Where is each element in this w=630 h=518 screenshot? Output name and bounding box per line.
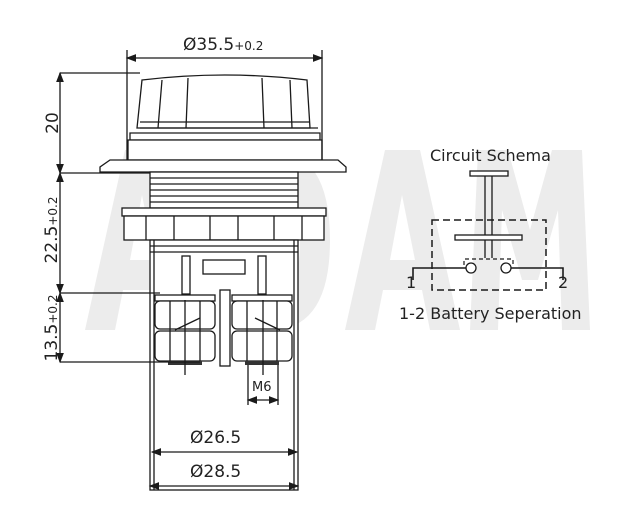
panel-nut	[121, 207, 327, 241]
thread-height-tolerance: +0.2	[46, 196, 60, 226]
terminal-nuts	[154, 294, 293, 375]
outer-diameter-label: Ø28.5	[190, 462, 242, 482]
thread-height-value: 22.5	[42, 225, 62, 264]
inner-diameter-label: Ø26.5	[190, 428, 242, 448]
top-diameter-label: Ø35.5+0.2	[183, 35, 263, 55]
terminal-height-value: 13.5	[42, 323, 62, 362]
watermark-letter-m	[470, 150, 590, 330]
schema-caption: 1-2 Battery Seperation	[399, 304, 582, 323]
cap	[127, 74, 323, 161]
thread	[149, 171, 299, 209]
thread-size-label: M6	[252, 380, 272, 395]
cap-height-label: 20	[43, 112, 63, 134]
terminal-2-label: 2	[558, 273, 569, 292]
top-diameter-tolerance: +0.2	[234, 39, 264, 53]
circuit-schema	[412, 170, 564, 291]
watermark-letter-a	[345, 150, 460, 330]
terminal-height-tolerance: +0.2	[46, 294, 60, 324]
flange	[99, 159, 347, 173]
terminal-1-label: 1	[406, 273, 417, 292]
thread-height-label: 22.5+0.2	[42, 197, 62, 264]
schema-title: Circuit Schema	[430, 146, 551, 165]
top-diameter-value: Ø35.5	[183, 35, 235, 55]
terminal-height-label: 13.5+0.2	[42, 295, 62, 362]
